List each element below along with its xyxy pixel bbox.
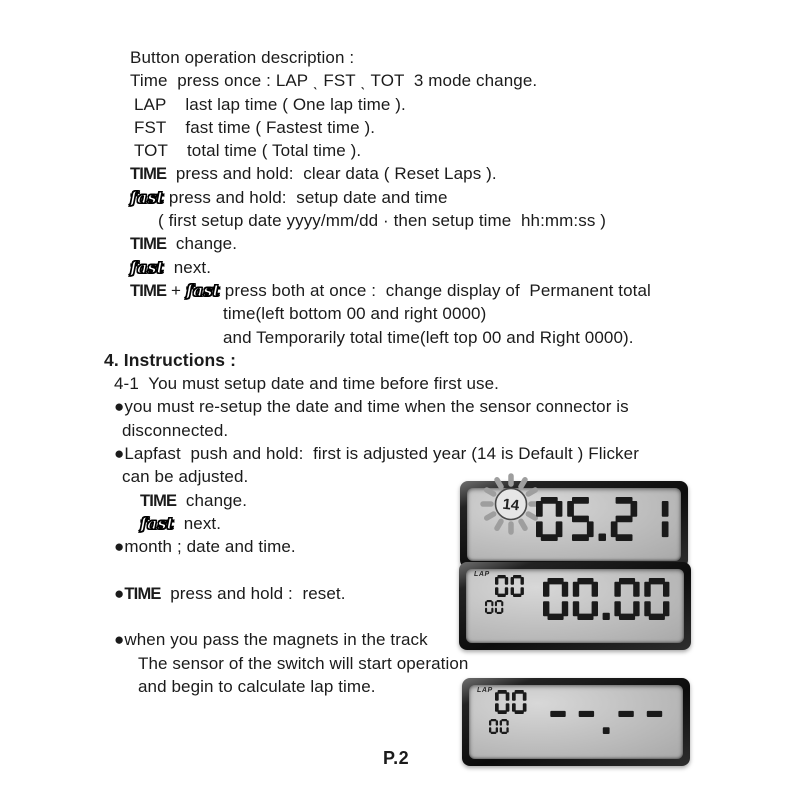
- lcd-display-date-setup: 14: [460, 473, 688, 568]
- lap-label: LAP: [477, 687, 493, 694]
- fast-button-logo: fast: [139, 513, 175, 533]
- doc-line: can be adjusted.: [100, 465, 720, 488]
- page-number: P.2: [383, 748, 410, 768]
- lap-counter-bottom: [487, 719, 513, 734]
- doc-line: FST fast time ( Fastest time ).: [100, 116, 720, 139]
- seven-segment-dashes: [544, 694, 673, 734]
- doc-text: press and hold : reset.: [160, 583, 346, 603]
- doc-text: can be adjusted.: [122, 467, 249, 487]
- doc-line: ●month ; date and time.: [100, 535, 720, 558]
- doc-text: LAP last lap time ( One lap time ).: [134, 94, 406, 114]
- year-circle: [494, 487, 528, 521]
- doc-line: 4. Instructions :: [100, 349, 720, 372]
- doc-line: fast next.: [100, 512, 720, 535]
- doc-line: TIME press and hold: clear data ( Reset …: [100, 162, 720, 185]
- doc-text: time(left bottom 00 and right 0000): [223, 304, 487, 324]
- doc-text: next.: [164, 257, 212, 277]
- doc-text: ●you must re-setup the date and time whe…: [114, 397, 629, 417]
- doc-line: ●you must re-setup the date and time whe…: [100, 395, 720, 418]
- doc-text: press both at once : change display of P…: [219, 280, 651, 300]
- doc-line: disconnected.: [100, 419, 720, 442]
- doc-text: change.: [176, 490, 248, 510]
- doc-line: TIME + fast press both at once : change …: [100, 279, 720, 302]
- doc-line: LAP last lap time ( One lap time ).: [100, 93, 720, 116]
- lcd-screen: LAP: [469, 685, 683, 759]
- doc-text: The sensor of the switch will start oper…: [138, 653, 469, 673]
- seven-segment-date: [534, 497, 676, 541]
- flicker-sunburst-icon: 14: [479, 472, 543, 536]
- doc-line: ●TIME press and hold : reset.: [100, 582, 720, 605]
- doc-line: ( first setup date yyyy/mm/dd · then set…: [100, 209, 720, 232]
- doc-text: disconnected.: [122, 420, 229, 440]
- time-button-logo: TIME: [140, 491, 177, 510]
- lcd-display-lap-dashes: LAP: [462, 678, 690, 766]
- doc-line: fast press and hold: setup date and time: [100, 186, 720, 209]
- doc-line: The sensor of the switch will start oper…: [100, 652, 720, 675]
- fast-button-logo: fast: [129, 257, 165, 277]
- lcd-display-lap-zero: LAP: [459, 562, 691, 650]
- time-button-logo: TIME: [124, 584, 161, 603]
- doc-text: +: [166, 280, 186, 300]
- fast-button-logo: fast: [129, 187, 165, 207]
- doc-text: ●Lapfast push and hold: first is adjuste…: [114, 444, 639, 464]
- doc-text: press and hold: clear data ( Reset Laps …: [166, 164, 497, 184]
- doc-text: and Temporarily total time(left top 00 a…: [223, 327, 634, 347]
- doc-text: and begin to calculate lap time.: [138, 677, 376, 697]
- doc-text: ( first setup date yyyy/mm/dd · then set…: [158, 211, 607, 231]
- lcd-screen: LAP: [466, 569, 684, 643]
- doc-line: 4-1 You must setup date and time before …: [100, 372, 720, 395]
- doc-text: ●month ; date and time.: [114, 537, 296, 557]
- doc-text: next.: [174, 513, 222, 533]
- doc-text: 4-1 You must setup date and time before …: [114, 374, 499, 394]
- doc-text: Time press once : LAP ˎ FST ˎ TOT 3 mode…: [130, 71, 538, 91]
- lap-counter-bottom: [483, 600, 507, 614]
- sun-rays: [480, 473, 542, 535]
- doc-text: ●when you pass the magnets in the track: [114, 630, 428, 650]
- doc-line: TIME change.: [100, 232, 720, 255]
- lap-label: LAP: [474, 571, 490, 578]
- time-button-logo: TIME: [130, 165, 167, 184]
- doc-line: TIME change.: [100, 489, 720, 512]
- time-button-logo: TIME: [130, 281, 167, 300]
- doc-line: ●Lapfast push and hold: first is adjuste…: [100, 442, 720, 465]
- doc-text: Button operation description :: [130, 48, 355, 67]
- doc-line: Time press once : LAP ˎ FST ˎ TOT 3 mode…: [100, 69, 720, 92]
- doc-line: time(left bottom 00 and right 0000): [100, 302, 720, 325]
- doc-text: FST fast time ( Fastest time ).: [134, 117, 376, 137]
- doc-text: TOT total time ( Total time ).: [134, 141, 362, 161]
- lcd-screen: 14: [467, 473, 681, 561]
- seven-segment-time: [541, 578, 677, 620]
- doc-line: fast next.: [100, 256, 720, 279]
- doc-line: TOT total time ( Total time ).: [100, 139, 720, 162]
- fast-button-logo: fast: [185, 280, 220, 300]
- doc-text: press and hold: setup date and time: [164, 187, 448, 207]
- instruction-text-block: Button operation description : Time press…: [100, 46, 720, 698]
- doc-line: ●when you pass the magnets in the track: [100, 628, 720, 651]
- time-button-logo: TIME: [130, 235, 167, 254]
- doc-text: ●: [114, 583, 125, 603]
- doc-text: 4. Instructions :: [104, 349, 236, 370]
- lap-counter-top: [493, 690, 532, 714]
- doc-line: Button operation description :: [100, 46, 720, 69]
- year-value: 14: [502, 496, 521, 515]
- doc-line: and Temporarily total time(left top 00 a…: [100, 326, 720, 349]
- lap-counter-top: [493, 575, 529, 597]
- doc-text: change.: [166, 234, 238, 254]
- doc-line: and begin to calculate lap time.: [100, 675, 720, 698]
